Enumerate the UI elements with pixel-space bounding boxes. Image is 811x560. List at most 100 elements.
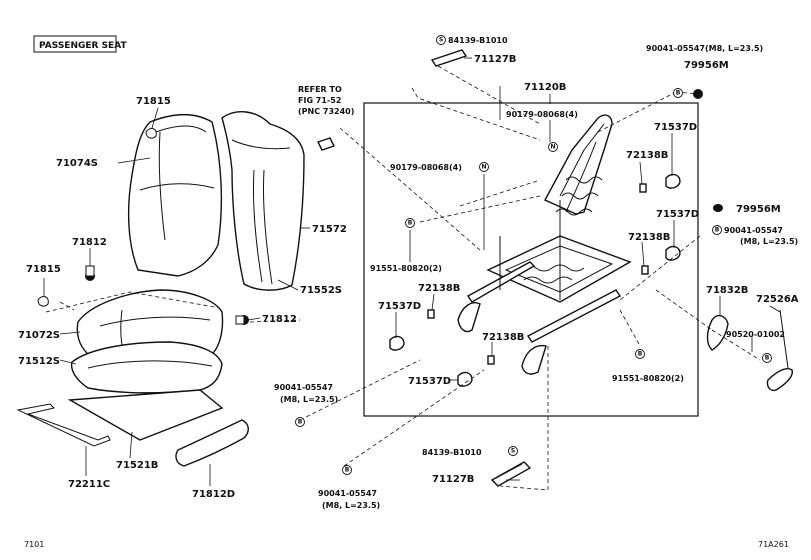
label-90041-b1: 90041-05547 xyxy=(318,489,377,498)
label-72211c: 72211C xyxy=(68,479,110,490)
symbol-n-l: N xyxy=(479,162,489,172)
hog-ring-71815-lower xyxy=(37,296,49,307)
label-90179-l: 90179-08068(4) xyxy=(390,163,462,172)
footer-right: 71A261 xyxy=(758,540,789,549)
seat-back-pad xyxy=(221,111,305,291)
refer-line-3: (PNC 73240) xyxy=(298,107,354,116)
label-71552s: 71552S xyxy=(300,285,342,296)
symbol-b-bottom: B xyxy=(342,465,352,475)
label-90041-bl2: (M8, L=23.5) xyxy=(280,395,338,404)
seat-frame-wire xyxy=(16,403,111,447)
seat-cushion-assembly xyxy=(67,289,224,441)
label-90041-r2: (M8, L=23.5) xyxy=(740,237,798,246)
seat-side-cover xyxy=(175,419,249,467)
label-72138b-3: 72138B xyxy=(418,283,460,294)
label-91551-l: 91551-80820(2) xyxy=(370,264,442,273)
svg-text:S: S xyxy=(511,448,515,455)
svg-text:N: N xyxy=(550,144,555,151)
cover-71127b-top xyxy=(430,49,468,67)
bracket-72138b-4 xyxy=(487,355,495,365)
label-71812b: 71812 xyxy=(262,314,297,325)
label-84139-bottom: 84139-B1010 xyxy=(422,448,482,457)
label-84139-top: 84139-B1010 xyxy=(448,36,508,45)
symbol-b-bl: B xyxy=(295,417,305,427)
assembly-lines xyxy=(45,65,761,491)
label-90041-r1: 90041-05547 xyxy=(724,226,783,235)
symbol-s-bottom: S xyxy=(508,446,518,456)
title-box: PASSENGER SEAT xyxy=(33,35,127,53)
label-71537d-3: 71537D xyxy=(378,301,421,312)
svg-text:S: S xyxy=(439,37,443,44)
label-71815b: 71815 xyxy=(26,264,61,275)
svg-text:B: B xyxy=(676,90,681,97)
cap-79956m-right xyxy=(713,204,723,212)
label-71074s: 71074S xyxy=(56,158,98,169)
symbol-b-lever: B xyxy=(762,353,772,363)
label-90041-tr: 90041-05547(M8, L=23.5) xyxy=(646,44,763,53)
bracket-72138b-2 xyxy=(641,265,649,275)
label-72138b-4: 72138B xyxy=(482,332,524,343)
bracket-71537d-4 xyxy=(457,371,473,387)
refer-line-1: REFER TO xyxy=(298,85,342,94)
label-71537d-4: 71537D xyxy=(408,376,451,387)
label-90041-b2: (M8, L=23.5) xyxy=(322,501,380,510)
label-90041-bl1: 90041-05547 xyxy=(274,383,333,392)
label-72138b-1: 72138B xyxy=(626,150,668,161)
label-91551-r: 91551-80820(2) xyxy=(612,374,684,383)
symbol-b-r: B xyxy=(712,225,722,235)
lever-72526a xyxy=(766,309,793,392)
bracket-71537d-2 xyxy=(665,245,681,261)
label-90179-r: 90179-08068(4) xyxy=(506,110,578,119)
bracket-72138b-3 xyxy=(427,309,435,319)
label-79956m-r: 79956M xyxy=(736,204,781,215)
part-labels: 71815 71074S 71572 71552S 71812 71815 71… xyxy=(18,36,799,510)
label-79956m-top: 79956M xyxy=(684,60,729,71)
symbol-b-tr: B xyxy=(673,88,683,98)
leader-lines xyxy=(43,57,781,486)
label-71072s: 71072S xyxy=(18,330,60,341)
refer-line-2: FIG 71-52 xyxy=(298,96,341,105)
label-71537d-2: 71537D xyxy=(656,209,699,220)
svg-text:B: B xyxy=(765,355,770,362)
label-71521b: 71521B xyxy=(116,460,158,471)
seat-frame-adjuster xyxy=(457,114,632,375)
hog-ring-71815-upper xyxy=(145,128,157,139)
label-71127b-bottom: 71127B xyxy=(432,474,474,485)
label-71127b-top: 71127B xyxy=(474,54,516,65)
label-71120b: 71120B xyxy=(524,82,566,93)
svg-text:B: B xyxy=(638,351,643,358)
bracket-71537d-3 xyxy=(389,335,405,351)
cover-71832b xyxy=(706,314,729,351)
label-71812a: 71812 xyxy=(72,237,107,248)
label-90520: 90520-01002 xyxy=(726,330,785,339)
svg-text:B: B xyxy=(715,227,720,234)
svg-text:B: B xyxy=(345,467,350,474)
label-71815a: 71815 xyxy=(136,96,171,107)
label-72138b-2: 72138B xyxy=(628,232,670,243)
label-72526a: 72526A xyxy=(756,294,799,305)
symbol-s-top: S xyxy=(436,35,446,45)
label-71832b: 71832B xyxy=(706,285,748,296)
footer-left: 7101 xyxy=(24,540,44,549)
seat-back-cover xyxy=(127,113,223,277)
cover-71127b-bottom xyxy=(490,461,532,487)
symbol-n-r: N xyxy=(548,142,558,152)
diagram-title: PASSENGER SEAT xyxy=(39,41,127,51)
refer-clip xyxy=(317,137,335,151)
svg-text:N: N xyxy=(481,164,486,171)
bracket-72138b-1 xyxy=(639,183,647,193)
label-71572: 71572 xyxy=(312,224,347,235)
refer-note: REFER TO FIG 71-52 (PNC 73240) xyxy=(298,85,354,116)
clip-71812-lower xyxy=(235,315,249,325)
clip-71812-upper xyxy=(85,265,95,281)
symbol-b-mid: B xyxy=(635,349,645,359)
label-71812d: 71812D xyxy=(192,489,235,500)
seat-frame-box xyxy=(363,102,699,417)
bracket-71537d-1 xyxy=(665,173,681,189)
label-71537d-1: 71537D xyxy=(654,122,697,133)
svg-text:B: B xyxy=(408,220,413,227)
symbol-b-l: B xyxy=(405,218,415,228)
svg-text:B: B xyxy=(298,419,303,426)
label-71512s: 71512S xyxy=(18,356,60,367)
